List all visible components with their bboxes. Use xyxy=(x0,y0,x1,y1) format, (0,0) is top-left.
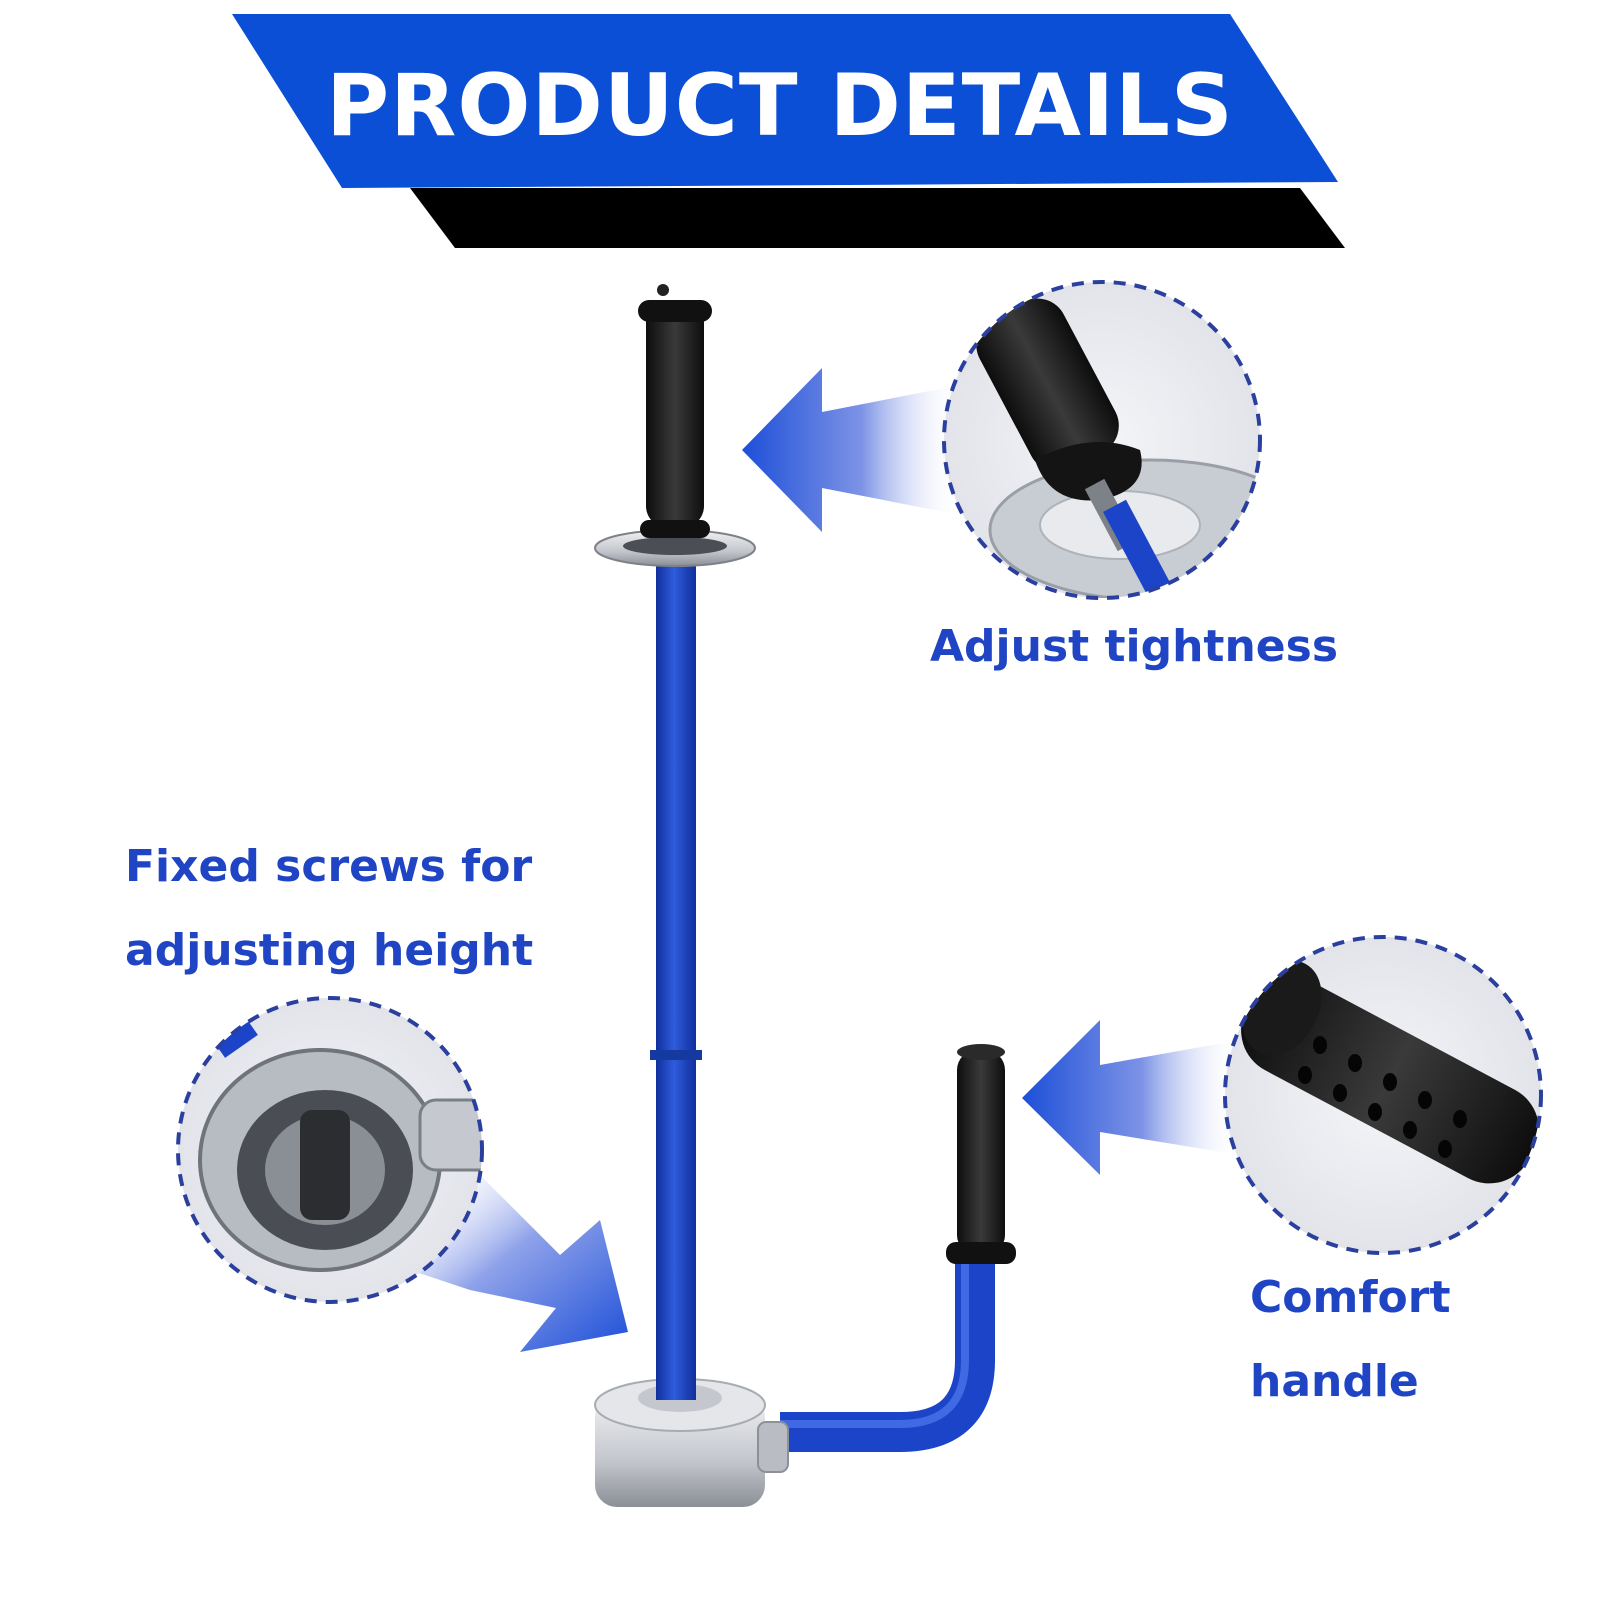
page-title: PRODUCT DETAILS xyxy=(326,56,1234,156)
adjust-tightness-closeup-icon xyxy=(942,280,1262,600)
adjust-tightness-label: Adjust tightness xyxy=(930,605,1338,689)
adjust-tightness-line-1: Adjust tightness xyxy=(930,621,1339,672)
stretch-film-dispenser-icon xyxy=(594,284,1016,1507)
banner-fill xyxy=(232,14,1338,188)
banner-shadow xyxy=(410,188,1345,248)
fixed-screws-label: Fixed screws for adjusting height xyxy=(125,825,533,993)
comfort-handle-closeup-icon xyxy=(1223,935,1543,1255)
arrow-to-handle-grip xyxy=(1022,1020,1240,1175)
comfort-handle-label: Comfort handle xyxy=(1250,1256,1450,1424)
fixed-screws-line-2: adjusting height xyxy=(125,925,534,976)
fixed-screws-line-1: Fixed screws for xyxy=(125,841,533,892)
fixed-screws-closeup-icon xyxy=(176,996,484,1304)
comfort-handle-line-1: Comfort xyxy=(1250,1272,1451,1323)
arrow-to-top-grip xyxy=(742,368,960,532)
title-banner xyxy=(232,14,1345,248)
comfort-handle-line-2: handle xyxy=(1250,1356,1419,1407)
